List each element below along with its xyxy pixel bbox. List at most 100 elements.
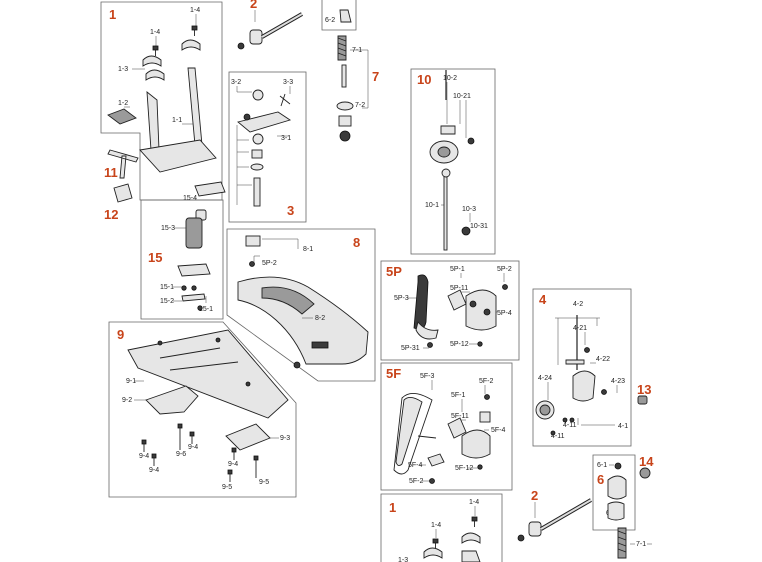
label-4-2: 4-2	[573, 301, 583, 308]
baseplate-icon	[127, 329, 289, 419]
panel-6b: 6-1 6 6-2	[592, 454, 636, 531]
label-4-24: 4-24	[538, 375, 552, 382]
stopper-icon	[637, 395, 648, 405]
panel-2-number: 2	[250, 0, 257, 11]
label-9-3: 9-3	[280, 435, 290, 442]
label-3-2: 3-2	[231, 79, 241, 86]
label-15-1-a: 15-1	[160, 284, 174, 291]
bolt-icon	[141, 439, 147, 452]
label-5F-11: 5F-11	[451, 413, 469, 420]
spur-bracket-icon	[113, 183, 133, 203]
spring-holder-icon	[185, 217, 203, 249]
panel-13: 13	[637, 382, 651, 405]
label-5F-4-a: 5F-4	[491, 427, 506, 434]
panel-5F: 5F 5F-3 5F-2 5F-1 5F-11 5F-4 5F-4 5F-12 …	[380, 362, 513, 491]
toe-stop-icon	[177, 263, 211, 277]
panel-15: 15-4 15-3 15 15-1 15-2 15-1	[140, 181, 226, 320]
rod-icon	[341, 64, 347, 88]
drum-key-icon	[107, 149, 139, 179]
panel-1b-number: 1	[389, 500, 396, 515]
label-4-23: 4-23	[611, 378, 625, 385]
panel-5F-number: 5F	[386, 366, 401, 381]
panel-9-frame	[108, 321, 297, 498]
label-4-21: 4-21	[573, 325, 587, 332]
panel-7b: 7-1	[617, 527, 652, 559]
bolt-icon	[231, 447, 237, 460]
panel-3-number: 3	[287, 203, 294, 218]
panel-8-number: 8	[353, 235, 360, 250]
label-4-11-a: 4-11	[563, 422, 577, 429]
label-9-4-d: 9-4	[228, 461, 238, 468]
label-4-11-b: 4-11	[551, 433, 565, 440]
label-5F-2-b: 5F-2	[409, 478, 424, 485]
label-1-4-b: 1-4	[150, 29, 160, 36]
cam-icon	[237, 111, 292, 133]
bolt-icon	[227, 469, 233, 482]
label-10-2: 10-2	[443, 75, 457, 82]
label-9-6: 9-6	[176, 451, 186, 458]
panel-15-number: 15	[148, 250, 162, 265]
hinge-cap-icon	[461, 532, 481, 544]
label-5P-3: 5P-3	[394, 295, 409, 302]
panel-2b: 2	[517, 488, 593, 542]
screw-icon	[471, 516, 478, 527]
panel-11-number: 11	[104, 165, 118, 180]
label-3-1: 3-1	[281, 135, 291, 142]
label-10-21: 10-21	[453, 93, 471, 100]
panel-1: 1 1-4 1-4 1-3 1-2 1-1	[100, 1, 223, 201]
panel-5F-frame	[380, 362, 513, 491]
label-9-2: 9-2	[122, 397, 132, 404]
screw-icon	[152, 45, 159, 56]
label-1-1: 1-1	[172, 117, 182, 124]
panel-10: 10 10-2 10-21 10-1 10-3 10-31	[410, 68, 496, 255]
hoop-clamp-icon	[607, 475, 627, 500]
axle-hub-icon	[249, 29, 263, 45]
label-1-4-c: 1-4	[469, 499, 479, 506]
panel-8: 8 8-1 5P-2 8-2	[226, 228, 376, 382]
panel-6-7: 6-2 7-1 7 7-2	[321, 0, 379, 142]
footboard-logo-icon	[261, 286, 315, 315]
panel-10-number: 10	[417, 72, 431, 87]
label-5P-31: 5P-31	[401, 345, 420, 352]
label-15-3: 15-3	[161, 225, 175, 232]
beater-head-icon	[572, 370, 596, 402]
label-5P-4: 5P-4	[497, 310, 512, 317]
panel-9-number: 9	[117, 327, 124, 342]
panel-11: 11	[104, 149, 139, 180]
label-4-1: 4-1	[618, 423, 628, 430]
nut-icon	[251, 149, 263, 159]
label-5P-2-in-8: 5P-2	[262, 260, 277, 267]
footboard-icon	[237, 276, 369, 365]
link-plate-icon	[447, 417, 467, 439]
panel-5P: 5P 5P-1 5P-2 5P-11 5P-3 5P-4 5P-31 5P-12	[380, 260, 520, 361]
spring-icon	[617, 527, 627, 559]
bolt-icon	[177, 423, 183, 450]
spring-icon	[252, 133, 264, 145]
label-7-1: 7-1	[352, 47, 362, 54]
label-4-22: 4-22	[596, 356, 610, 363]
label-5P-2: 5P-2	[497, 266, 512, 273]
bolt-icon	[151, 453, 157, 466]
label-10-31: 10-31	[470, 223, 488, 230]
heel-pad-icon	[245, 235, 261, 247]
label-5F-12: 5F-12	[455, 465, 473, 472]
screw-icon	[237, 42, 245, 50]
strap-icon	[393, 393, 433, 475]
label-5F-2-a: 5F-2	[479, 378, 494, 385]
link-plate-icon	[447, 289, 467, 311]
panel-1b: 1 1-4 1-4 1-3	[380, 493, 503, 562]
hinge-cap-icon	[423, 547, 443, 559]
brand-plate-icon	[311, 341, 329, 349]
panel-15-frame	[140, 199, 224, 320]
plate-icon	[427, 453, 445, 467]
nut-icon	[339, 130, 351, 142]
panel-10-frame	[410, 68, 496, 255]
panel-2: 2	[237, 0, 303, 50]
panel-4-frame	[532, 288, 632, 447]
label-5P-12: 5P-12	[450, 341, 469, 348]
screw-icon	[517, 534, 525, 542]
label-6-1: 6-1	[597, 462, 607, 469]
spring-hook-icon	[252, 89, 264, 101]
label-5P-1: 5P-1	[450, 266, 465, 273]
label-9-5-b: 9-5	[222, 484, 232, 491]
